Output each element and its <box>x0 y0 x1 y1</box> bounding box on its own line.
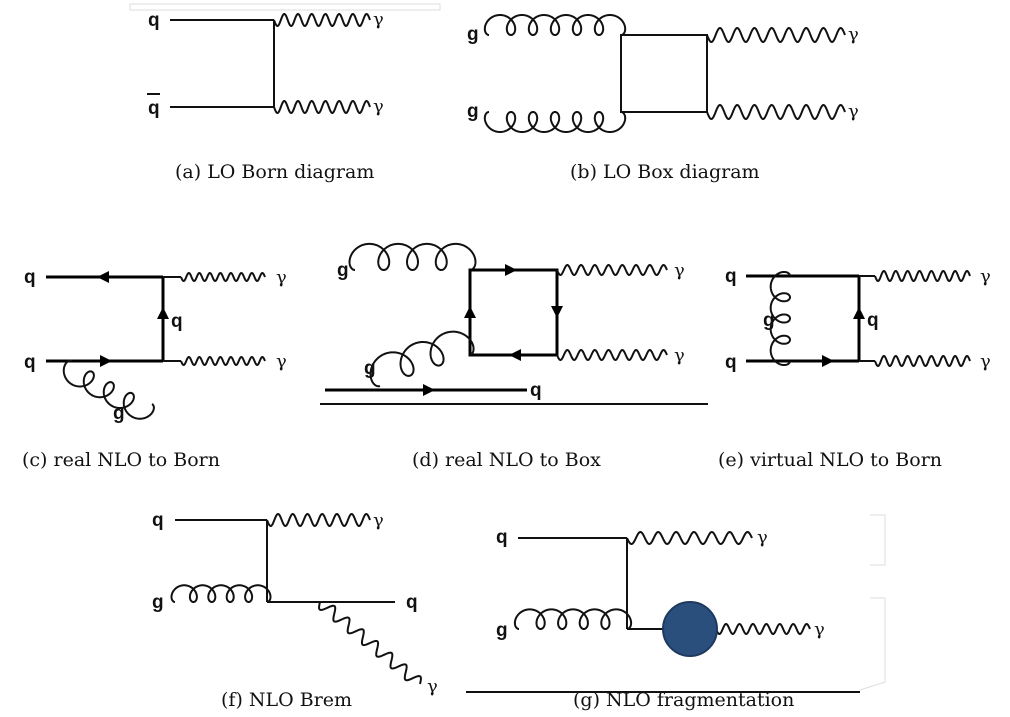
photon-line-bottom <box>556 348 668 362</box>
gluon-line-top <box>348 242 477 272</box>
label-gamma: γ <box>980 266 991 287</box>
diagram-b-lo-box: g g γ γ (b) LO Box diagram <box>467 13 859 183</box>
label-q: q <box>496 527 508 548</box>
caption-b: (b) LO Box diagram <box>570 161 760 183</box>
photon-line-bottom <box>874 354 971 368</box>
photon-line-bottom <box>706 103 846 121</box>
photon-line-bottom <box>180 355 266 367</box>
photon-line-top <box>626 530 753 546</box>
label-g: g <box>496 620 508 641</box>
label-q: q <box>24 352 36 373</box>
label-gamma: γ <box>814 619 825 640</box>
photon-line-brem <box>318 601 422 685</box>
label-gamma: γ <box>373 96 384 117</box>
arrow-icon <box>157 307 169 319</box>
label-q: q <box>406 592 418 613</box>
gluon-emission <box>62 359 155 420</box>
diagram-e-virtual-nlo-born: q q g q γ γ (e) virtual NLO to Born <box>718 266 991 471</box>
label-g: g <box>364 358 376 379</box>
quark-box-loop <box>468 268 559 357</box>
frame-edge <box>859 514 886 691</box>
label-gamma: γ <box>757 527 768 548</box>
diagram-c-real-nlo-born: q q q g γ γ (c) real NLO to Born <box>22 267 287 471</box>
caption-a: (a) LO Born diagram <box>175 161 374 183</box>
arrow-icon <box>100 355 112 367</box>
quark-box-loop <box>620 34 708 113</box>
label-q: q <box>530 380 542 401</box>
diagram-a-lo-born: q q γ γ (a) LO Born diagram <box>129 3 441 183</box>
photon-line-top <box>874 269 971 283</box>
label-g: g <box>467 101 479 122</box>
caption-f: (f) NLO Brem <box>221 689 352 711</box>
caption-g: (g) NLO fragmentation <box>573 689 794 711</box>
label-q: q <box>148 10 160 31</box>
caption-d: (d) real NLO to Box <box>412 449 601 471</box>
label-g: g <box>467 24 479 45</box>
photon-line-top <box>180 271 266 283</box>
label-gamma: γ <box>373 510 384 531</box>
label-q: q <box>171 311 183 332</box>
arrow-icon <box>509 349 521 361</box>
label-q: q <box>725 266 737 287</box>
photon-line-bottom <box>273 99 371 115</box>
label-gamma: γ <box>674 260 685 281</box>
label-gamma: γ <box>276 351 287 372</box>
diagram-g-nlo-fragmentation: q g γ γ (g) NLO fragmentation <box>466 514 886 711</box>
label-gamma: γ <box>848 101 859 122</box>
diagram-f-nlo-brem: q g q γ γ (f) NLO Brem <box>152 510 438 711</box>
label-gamma: γ <box>276 267 287 288</box>
photon-line-fragmentation <box>715 622 811 636</box>
arrow-icon <box>505 264 517 276</box>
label-q: q <box>24 267 36 288</box>
label-q: q <box>867 310 879 331</box>
photon-line-top <box>273 12 371 28</box>
label-g: g <box>337 260 349 281</box>
arrow-icon <box>423 384 435 396</box>
gluon-line-bottom <box>369 330 475 388</box>
label-g: g <box>763 310 775 331</box>
arrow-icon <box>97 271 109 283</box>
caption-e: (e) virtual NLO to Born <box>718 449 942 471</box>
arrow-icon <box>551 306 563 318</box>
label-gamma: γ <box>427 676 438 697</box>
label-gamma: γ <box>848 24 859 45</box>
photon-line-top <box>706 26 846 44</box>
label-q: q <box>725 352 737 373</box>
arrow-icon <box>853 307 865 319</box>
arrow-icon <box>822 355 834 367</box>
gluon-virtual <box>769 270 792 367</box>
label-g: g <box>152 592 164 613</box>
gluon-line-bottom <box>483 110 627 134</box>
gluon-line <box>513 608 633 631</box>
caption-c: (c) real NLO to Born <box>22 449 220 471</box>
diagram-d-real-nlo-box: g g q γ γ (d) real NLO to Box <box>320 242 708 471</box>
label-g: g <box>113 403 125 424</box>
photon-line-top <box>556 263 668 277</box>
arrow-icon <box>464 306 476 318</box>
label-gamma: γ <box>373 9 384 30</box>
gluon-line <box>170 584 272 604</box>
gluon-line-top <box>483 13 627 37</box>
fragmentation-blob <box>662 601 718 657</box>
label-gamma: γ <box>674 345 685 366</box>
label-q: q <box>152 510 164 531</box>
label-gamma: γ <box>980 351 991 372</box>
label-qbar: q <box>148 98 160 119</box>
photon-line-top <box>266 512 371 528</box>
